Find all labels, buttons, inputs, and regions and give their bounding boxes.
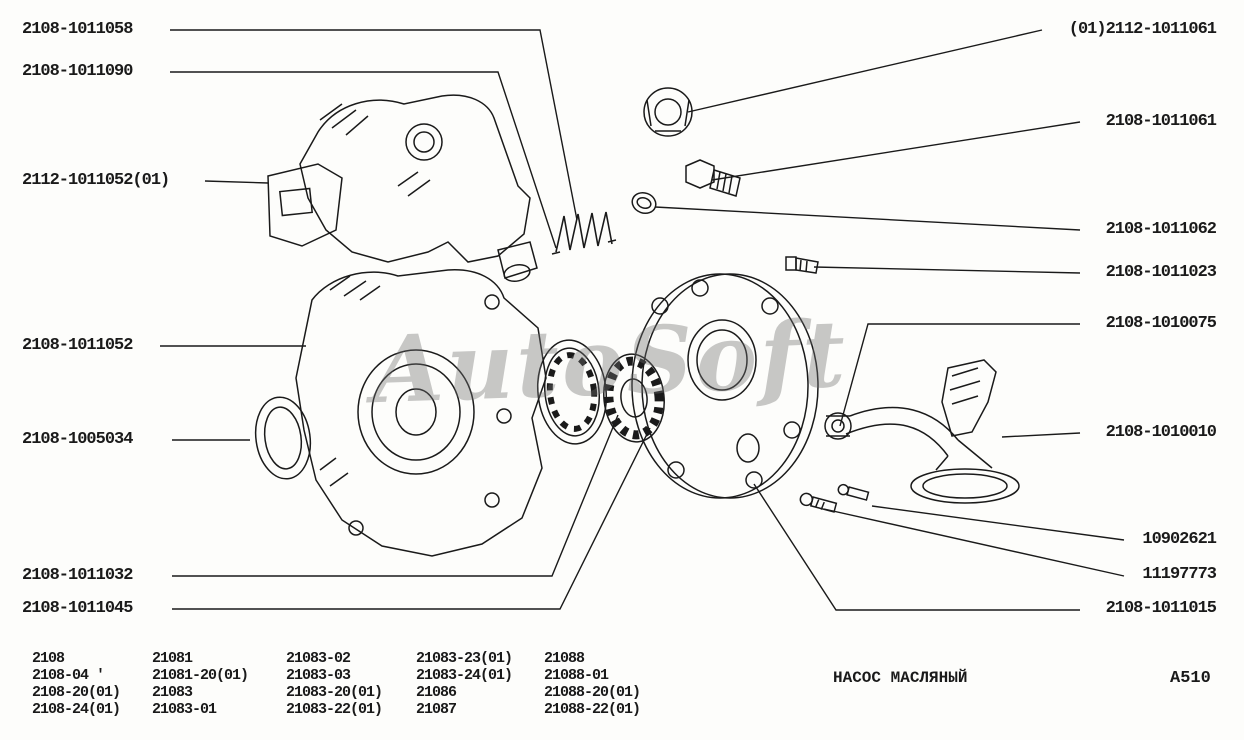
- model-code: 2108-04 ': [32, 667, 105, 684]
- model-code: 2108-20(01): [32, 684, 121, 701]
- outer-rotor-drawing: [537, 339, 607, 445]
- bracket-drawing: [267, 163, 343, 247]
- model-code: 21083-24(01): [416, 667, 513, 684]
- model-table-column-3: 21083-02 21083-03 21083-20(01) 21083-22(…: [286, 650, 383, 718]
- part-label-1011062: 2108-1011062: [1105, 220, 1217, 239]
- model-code: 21088: [544, 650, 585, 667]
- model-code: 2108: [32, 650, 65, 667]
- fastener-bolts-drawing: [799, 483, 870, 513]
- upper-housing-drawing: [299, 94, 538, 283]
- part-label-1011045: 2108-1011045: [22, 599, 133, 618]
- model-code: 21083-01: [152, 701, 217, 718]
- model-code: 21088-20(01): [544, 684, 641, 701]
- oil-pickup-drawing: [824, 359, 1020, 504]
- part-label-2112-1011061: (01)2112-1011061: [1068, 20, 1217, 39]
- part-label-1011032: 2108-1011032: [22, 566, 133, 585]
- model-code: 21083: [152, 684, 193, 701]
- model-code: 21088-01: [544, 667, 609, 684]
- model-code: 21083-02: [286, 650, 351, 667]
- model-code: 2108-24(01): [32, 701, 121, 718]
- model-table-column-5: 21088 21088-01 21088-20(01) 21088-22(01): [544, 650, 641, 718]
- model-table-column-1: 2108 2108-04 ' 2108-20(01) 2108-24(01): [32, 650, 121, 718]
- model-code: 21083-22(01): [286, 701, 383, 718]
- part-label-1011023: 2108-1011023: [1105, 263, 1217, 282]
- part-label-1011090: 2108-1011090: [22, 62, 133, 81]
- small-bolt-drawing: [785, 256, 819, 274]
- main-housing-drawing: [295, 269, 547, 557]
- model-code: 21086: [416, 684, 457, 701]
- model-table-column-2: 21081 21081-20(01) 21083 21083-01: [152, 650, 249, 718]
- part-label-1011052: 2108-1011052: [22, 336, 133, 355]
- model-code: 21088-22(01): [544, 701, 641, 718]
- cover-plate-drawing: [631, 273, 819, 499]
- leader-lines: [160, 29, 1125, 611]
- part-label-11197773: 11197773: [1142, 565, 1217, 584]
- plug-bolt-drawing: [685, 159, 741, 197]
- model-code: 21087: [416, 701, 457, 718]
- model-table-column-4: 21083-23(01) 21083-24(01) 21086 21087: [416, 650, 513, 718]
- part-label-1011052-01: 2112-1011052(01): [22, 171, 170, 190]
- part-label-1005034: 2108-1005034: [22, 430, 133, 449]
- part-label-1011061: 2108-1011061: [1105, 112, 1217, 131]
- valve-plug-drawing: [643, 87, 693, 137]
- part-label-1010075: 2108-1010075: [1105, 314, 1217, 333]
- part-label-10902621: 10902621: [1142, 530, 1217, 549]
- part-label-1011058: 2108-1011058: [22, 20, 133, 39]
- part-label-1011015: 2108-1011015: [1105, 599, 1217, 618]
- model-code: 21081: [152, 650, 193, 667]
- sheet-code: А510: [1170, 669, 1211, 688]
- model-code: 21083-03: [286, 667, 351, 684]
- model-code: 21083-23(01): [416, 650, 513, 667]
- washer-drawing: [631, 191, 657, 215]
- model-code: 21083-20(01): [286, 684, 383, 701]
- spring-drawing: [551, 211, 617, 255]
- model-code: 21081-20(01): [152, 667, 249, 684]
- part-label-1010010: 2108-1010010: [1105, 423, 1217, 442]
- diagram-title: НАСОС МАСЛЯНЫЙ: [833, 669, 968, 687]
- oil-seal-drawing: [254, 396, 312, 480]
